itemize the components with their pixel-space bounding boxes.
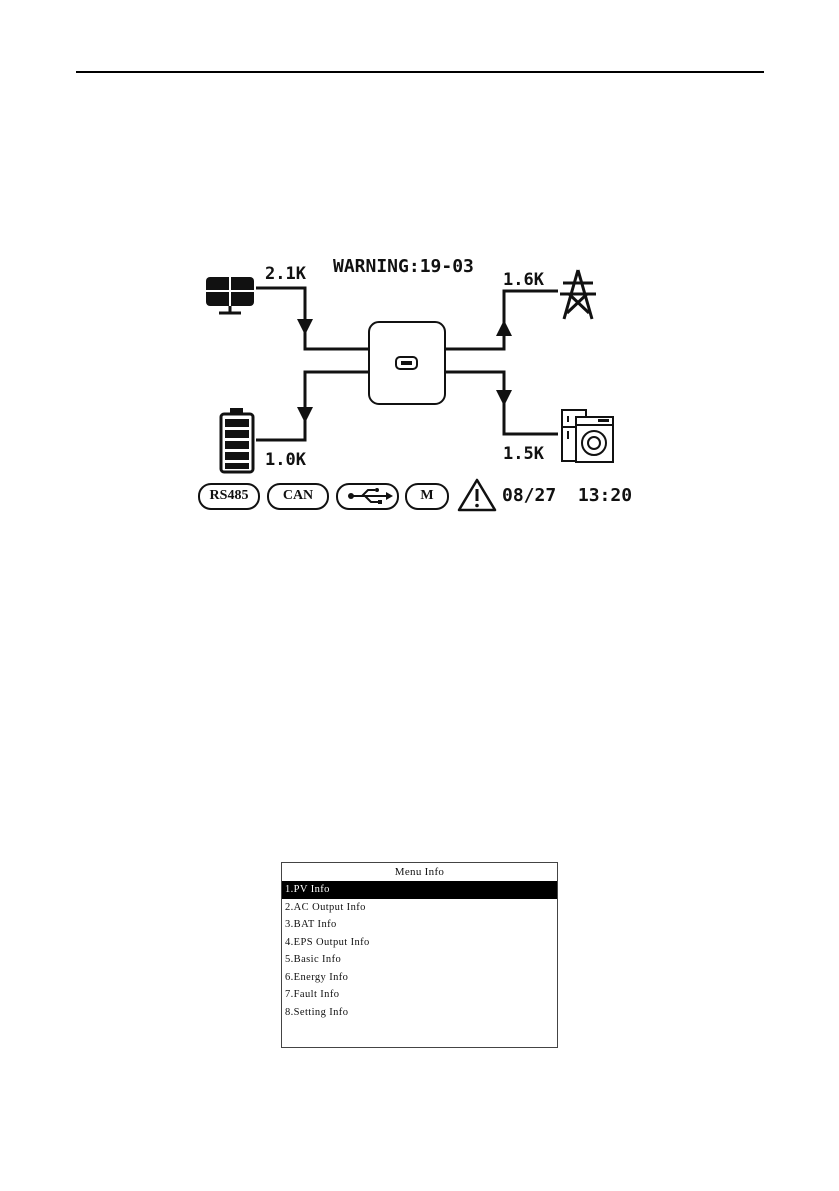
warning-triangle-icon: [459, 480, 495, 510]
grid-tower-icon: [560, 270, 596, 319]
battery-flow-line: [256, 372, 369, 440]
can-status-label: CAN: [268, 489, 328, 503]
solar-panel-icon: [206, 277, 254, 313]
menu-item-setting-info[interactable]: 8.Setting Info: [282, 1004, 557, 1022]
menu-item-basic-info[interactable]: 5.Basic Info: [282, 951, 557, 969]
pv-flow-line: [256, 288, 369, 349]
menu-list: 1.PV Info 2.AC Output Info 3.BAT Info 4.…: [282, 881, 557, 1021]
menu-item-eps-output-info[interactable]: 4.EPS Output Info: [282, 934, 557, 952]
rs485-status-label: RS485: [199, 489, 259, 503]
warning-code-label: WARNING:19-03: [333, 258, 474, 276]
grid-flow-line: [445, 291, 558, 349]
inverter-icon: [369, 322, 445, 404]
battery-power-value: 1.0K: [265, 452, 306, 469]
menu-title: Menu Info: [282, 863, 557, 881]
m-status-label: M: [406, 489, 448, 503]
lcd-home-screen: WARNING:19-03 2.1K 1.6K 1.0K 1.5K RS485 …: [193, 250, 629, 518]
menu-item-energy-info[interactable]: 6.Energy Info: [282, 969, 557, 987]
pv-power-value: 2.1K: [265, 266, 306, 283]
menu-item-bat-info[interactable]: 3.BAT Info: [282, 916, 557, 934]
menu-item-pv-info[interactable]: 1.PV Info: [282, 881, 557, 899]
datetime-label: 08/27 13:20: [502, 487, 632, 505]
menu-item-ac-output-info[interactable]: 2.AC Output Info: [282, 899, 557, 917]
home-appliances-icon: [562, 410, 613, 462]
load-flow-line: [445, 372, 558, 434]
energy-flow-diagram: [193, 250, 629, 518]
menu-item-fault-info[interactable]: 7.Fault Info: [282, 986, 557, 1004]
load-power-value: 1.5K: [503, 446, 544, 463]
menu-info-panel: Menu Info 1.PV Info 2.AC Output Info 3.B…: [281, 862, 558, 1048]
page-top-rule: [76, 71, 764, 73]
battery-icon: [221, 408, 253, 472]
grid-power-value: 1.6K: [503, 272, 544, 289]
